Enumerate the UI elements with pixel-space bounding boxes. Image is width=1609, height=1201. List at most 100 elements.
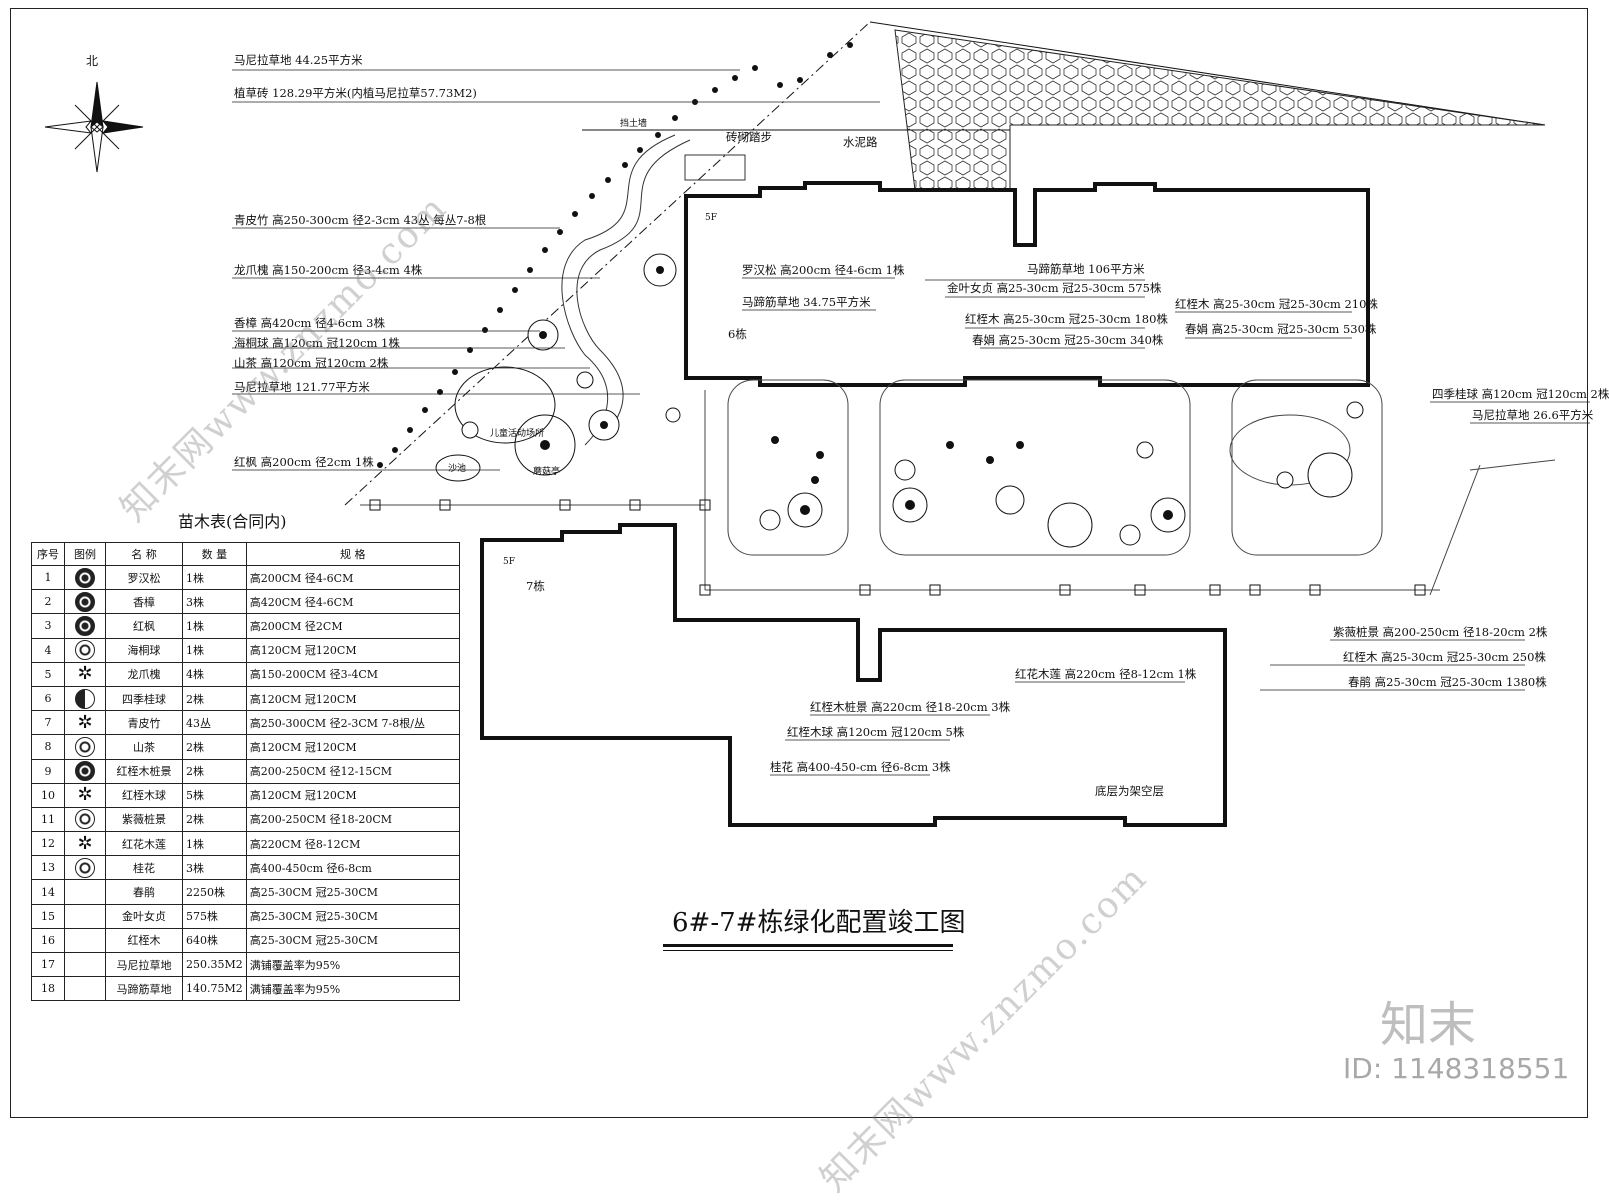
table-header-row: 序号 图例 名 称 数 量 规 格 xyxy=(31,542,460,566)
row-no: 9 xyxy=(31,758,65,784)
label-pittosporum: 海桐球 高120cm 冠120cm 1株 xyxy=(234,336,400,350)
row-name: 春鹃 xyxy=(105,879,183,905)
row-name: 山茶 xyxy=(105,734,183,760)
row-spec: 高400-450cm 径6-8cm xyxy=(245,855,460,881)
row-name: 青皮竹 xyxy=(105,710,183,736)
label-loropetalum-bonsai: 红桎木桩景 高220cm 径18-20cm 3株 xyxy=(810,700,1011,714)
label-camphor: 香樟 高420cm 径4-6cm 3株 xyxy=(234,316,385,330)
row-legend xyxy=(64,758,106,784)
row-qty: 1株 xyxy=(182,613,247,639)
table-title: 苗木表(合同内) xyxy=(178,512,287,531)
plant-symbol-icon xyxy=(75,857,95,878)
label-osmanthus-ball: 四季桂球 高120cm 冠120cm 2株 xyxy=(1432,387,1609,401)
row-no: 16 xyxy=(31,927,65,954)
row-qty: 250.35M2 xyxy=(182,951,247,978)
plant-symbol-icon: ✲ xyxy=(77,663,93,685)
row-no: 11 xyxy=(31,806,65,833)
row-no: 3 xyxy=(31,613,65,639)
label-golden-privet: 金叶女贞 高25-30cm 冠25-30cm 575株 xyxy=(947,281,1162,295)
plant-symbol-icon: ✲ xyxy=(77,711,93,733)
label-sweet-osmanthus: 桂花 高400-450-cm 径6-8cm 3株 xyxy=(770,760,951,774)
plant-symbol-icon xyxy=(75,736,95,757)
row-no: 7 xyxy=(31,710,65,736)
row-name: 马蹄筋草地 xyxy=(105,976,183,1002)
watermark-logo: 知末 xyxy=(1380,997,1477,1053)
row-legend: ✲ xyxy=(64,782,106,808)
plant-symbol-icon xyxy=(75,809,95,830)
row-qty: 2株 xyxy=(182,734,247,760)
row-spec: 高250-300CM 径2-3CM 7-8根/丛 xyxy=(245,710,460,736)
row-legend xyxy=(64,951,106,978)
label-b7-floors: 5F xyxy=(503,557,515,567)
row-name: 桂花 xyxy=(105,855,183,881)
plant-symbol-icon: ✲ xyxy=(77,832,93,854)
label-kids-area: 儿童活动场所 xyxy=(490,429,545,439)
row-qty: 43丛 xyxy=(182,710,247,736)
row-qty: 1株 xyxy=(182,637,247,663)
row-no: 18 xyxy=(31,976,65,1002)
row-qty: 2株 xyxy=(182,806,247,833)
row-legend: ✲ xyxy=(64,831,106,857)
row-name: 龙爪槐 xyxy=(105,661,183,687)
plant-symbol-icon xyxy=(75,688,95,709)
row-spec: 高420CM 径4-6CM xyxy=(245,589,460,615)
label-azalea-2: 春娟 高25-30cm 冠25-30cm 530株 xyxy=(1185,322,1377,336)
row-legend: ✲ xyxy=(64,661,106,687)
label-zoysia-1: 马蹄筋草地 34.75平方米 xyxy=(742,295,871,309)
label-cement-road: 水泥路 xyxy=(843,135,878,149)
row-spec: 高120CM 冠120CM xyxy=(245,782,460,808)
label-bamboo: 青皮竹 高250-300cm 径2-3cm 43丛 每丛7-8根 xyxy=(234,213,487,227)
row-spec: 满铺覆盖率为95% xyxy=(245,951,460,978)
row-spec: 高25-30CM 冠25-30CM xyxy=(245,903,460,929)
row-spec: 满铺覆盖率为95% xyxy=(245,976,460,1002)
row-no: 14 xyxy=(31,879,65,905)
plant-symbol-icon xyxy=(75,640,95,661)
label-magnolia: 红花木莲 高220cm 径8-12cm 1株 xyxy=(1015,667,1197,681)
building-6-outline xyxy=(684,181,1370,387)
label-manila-lawn-2: 马尼拉草地 121.77平方米 xyxy=(234,380,370,394)
row-legend xyxy=(64,589,106,615)
row-name: 红桎木 xyxy=(105,927,183,954)
row-qty: 2株 xyxy=(182,685,247,712)
drawing-frame xyxy=(10,8,1588,1118)
label-azalea-3: 春鹃 高25-30cm 冠25-30cm 1380株 xyxy=(1348,675,1547,689)
row-qty: 575株 xyxy=(182,903,247,929)
drawing-title: 6#-7#栋绿化配置竣工图 xyxy=(672,908,966,938)
row-no: 13 xyxy=(31,855,65,881)
site-plan-drawing xyxy=(44,21,1590,827)
row-spec: 高200-250CM 径18-20CM xyxy=(245,806,460,833)
row-no: 17 xyxy=(31,951,65,978)
row-no: 12 xyxy=(31,831,65,857)
plant-symbol-icon xyxy=(75,567,95,588)
label-podocarpus: 罗汉松 高200cm 径4-6cm 1株 xyxy=(742,263,905,277)
row-name: 罗汉松 xyxy=(105,564,183,591)
header-qty: 数 量 xyxy=(182,542,247,566)
row-qty: 4株 xyxy=(182,661,247,687)
row-no: 5 xyxy=(31,661,65,687)
building-7-outline xyxy=(480,523,1227,827)
north-label: 北 xyxy=(86,54,99,68)
label-camellia: 山茶 高120cm 冠120cm 2株 xyxy=(234,356,389,370)
row-legend xyxy=(64,734,106,760)
watermark-id: ID: 1148318551 xyxy=(1343,1052,1570,1085)
row-legend xyxy=(64,613,106,639)
row-no: 8 xyxy=(31,734,65,760)
label-stilt-floor: 底层为架空层 xyxy=(1095,784,1164,798)
row-legend xyxy=(64,685,106,712)
row-name: 红枫 xyxy=(105,613,183,639)
label-mushroom-pavilion: 蘑菇亭 xyxy=(533,467,561,477)
row-spec: 高200CM 径4-6CM xyxy=(245,564,460,591)
row-qty: 1株 xyxy=(182,564,247,591)
row-spec: 高200CM 径2CM xyxy=(245,613,460,639)
row-name: 金叶女贞 xyxy=(105,903,183,929)
title-underline xyxy=(663,944,953,947)
label-loropetalum-ball: 红桎木球 高120cm 冠120cm 5株 xyxy=(787,725,965,739)
